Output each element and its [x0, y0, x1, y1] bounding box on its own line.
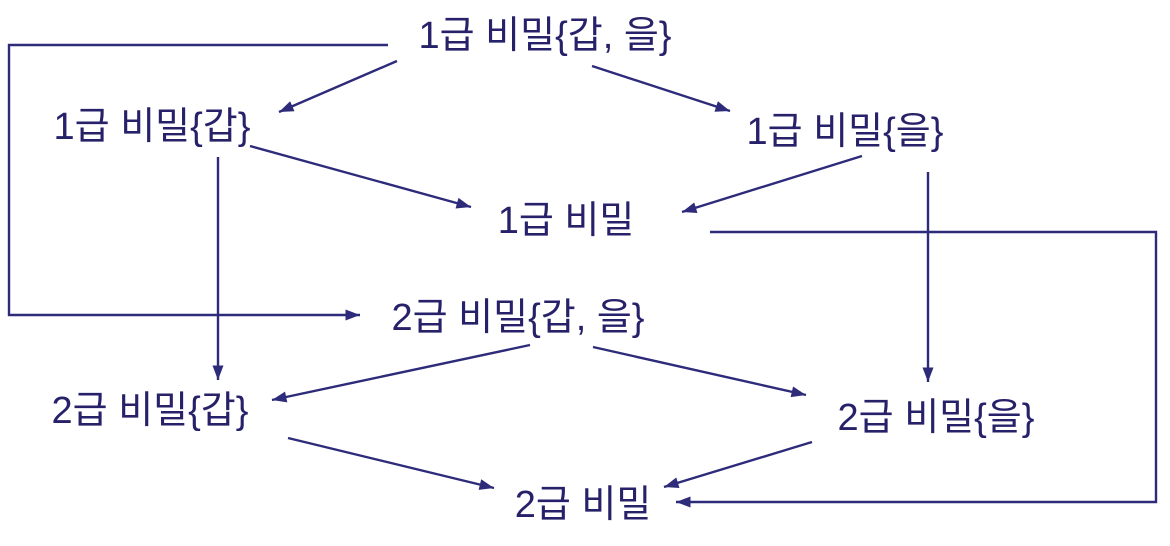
- edge-level1-gap-to-level1: [249, 144, 472, 209]
- node-level2-eul: 2급 비밀{을}: [837, 397, 1035, 440]
- edge-level2-eul-to-level2: [663, 440, 813, 489]
- node-level1: 1급 비밀: [497, 200, 635, 243]
- edge-level2-gap-eul-to-level2-eul: [592, 345, 807, 398]
- edge-level1-gap-eul-to-level1-eul: [591, 64, 731, 113]
- node-level2-gap: 2급 비밀{갑}: [51, 390, 249, 433]
- edge-level1-eul-to-level1: [681, 154, 863, 214]
- edge-level1-gap-eul-to-level1-gap: [278, 59, 398, 114]
- node-level1-eul: 1급 비밀{을}: [746, 111, 944, 154]
- node-level2: 2급 비밀: [514, 484, 652, 527]
- node-level2-gap-eul: 2급 비밀{갑, 을}: [391, 297, 645, 340]
- edge-level1-to-level2: [676, 230, 1158, 508]
- edge-level2-gap-eul-to-level2-gap: [271, 343, 531, 403]
- edge-level2-gap-to-level2: [287, 436, 495, 490]
- edge-level1-gap-eul-to-level2-gap-eul: [7, 43, 388, 321]
- node-level1-gap: 1급 비밀{갑}: [53, 106, 251, 149]
- node-level1-gap-eul: 1급 비밀{갑, 을}: [418, 15, 672, 58]
